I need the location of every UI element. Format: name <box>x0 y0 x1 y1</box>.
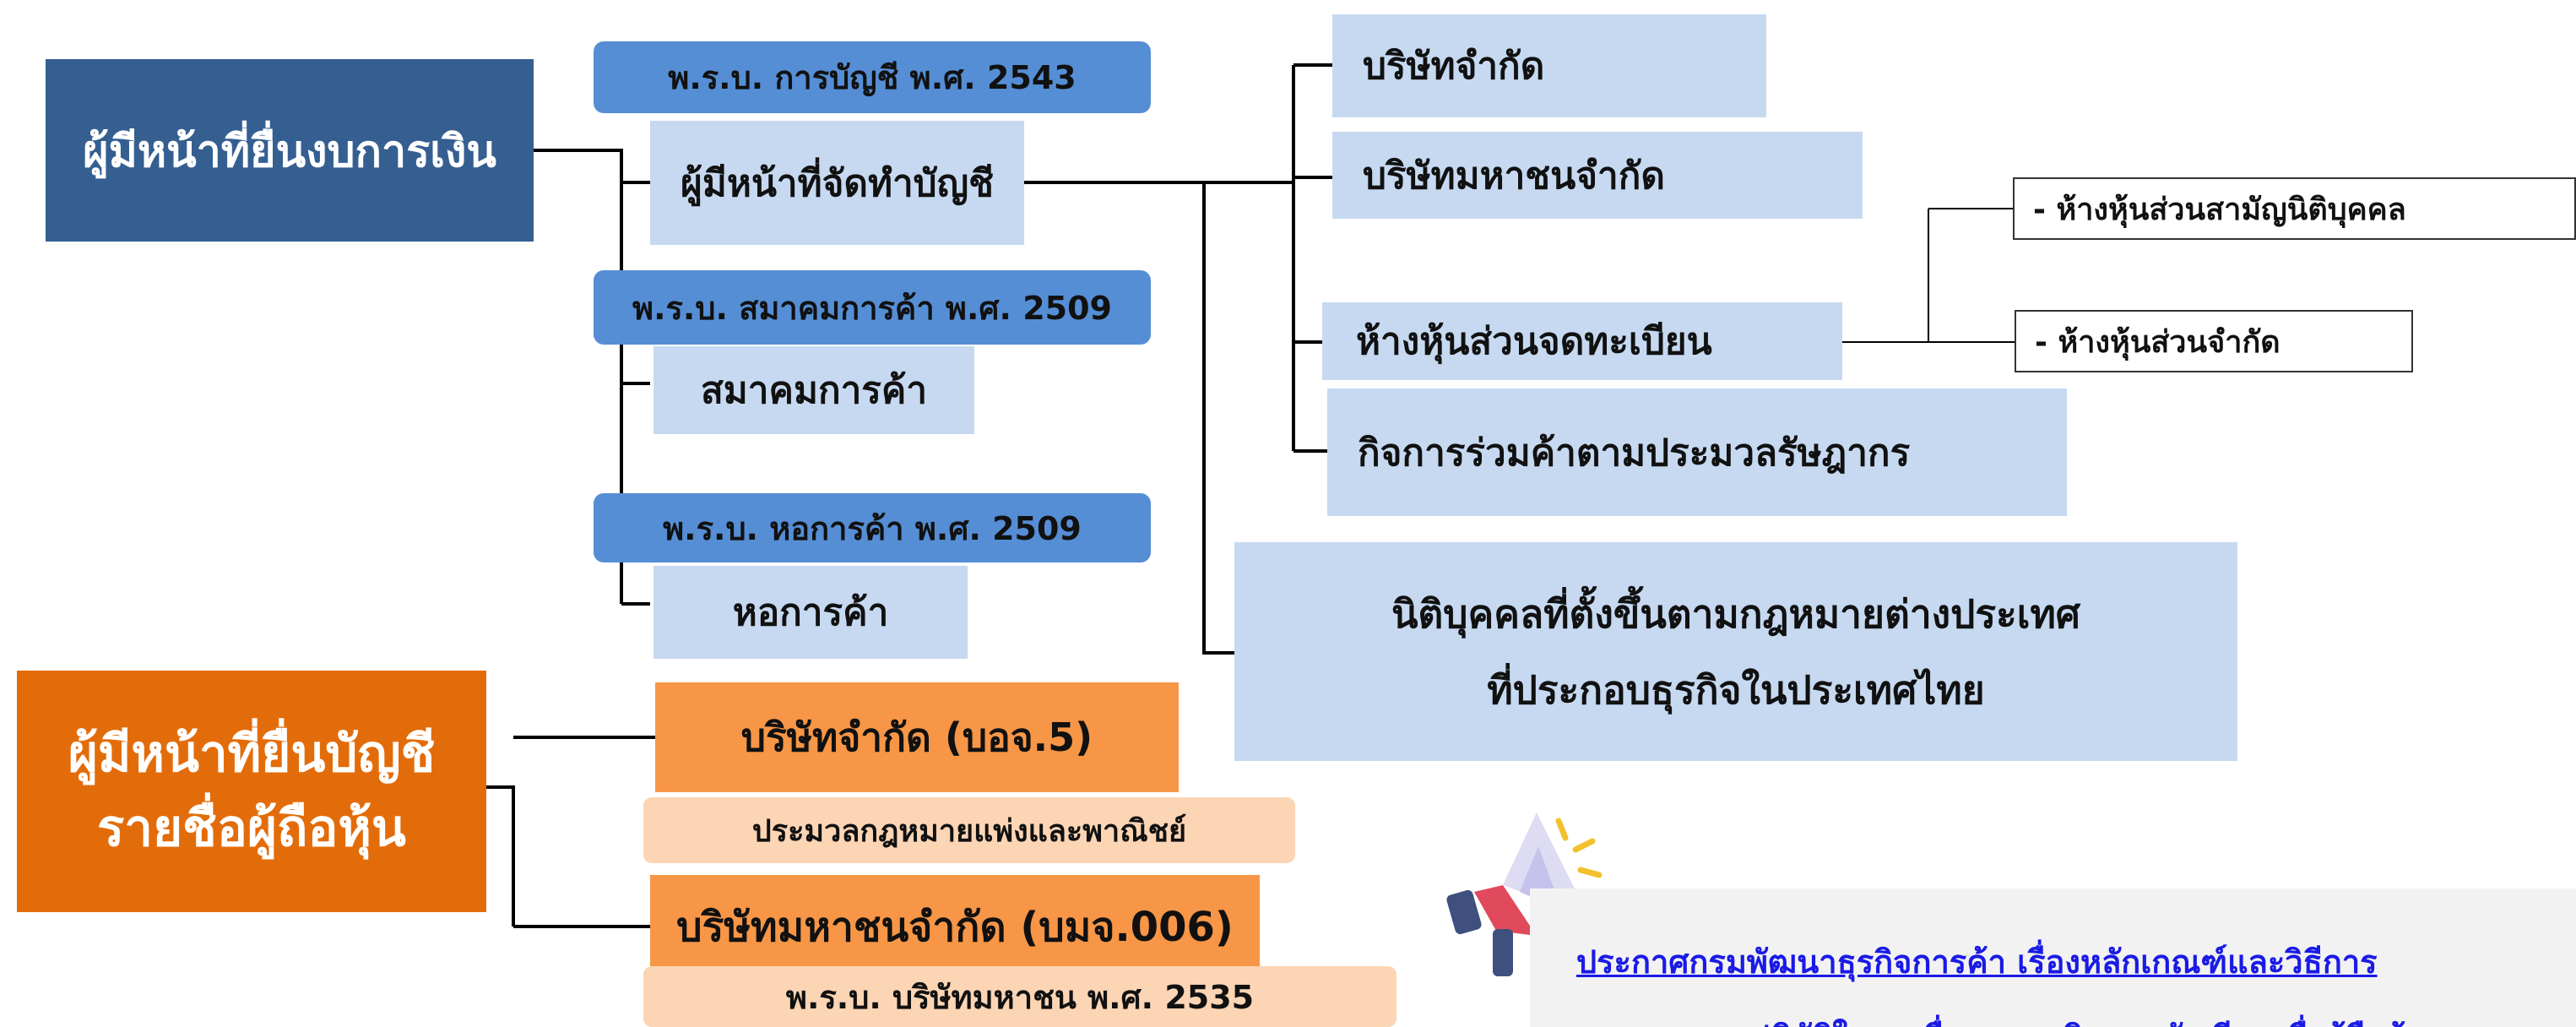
shareholder-list-filers-heading: ผู้มีหน้าที่ยื่นบัญชี รายชื่อผู้ถือหุ้น <box>17 671 486 912</box>
announcement-link-line-1[interactable]: ประกาศกรมพัฒนาธุรกิจการค้า เรื่องหลักเกณ… <box>1576 943 2378 981</box>
public-company-bor-mor-jor-006: บริษัทมหาชนจำกัด (บมจ.006) <box>650 875 1260 980</box>
financial-statement-filers-heading: ผู้มีหน้าที่ยื่นงบการเงิน <box>46 59 534 242</box>
public-company-act-label: พ.ร.บ. บริษัทมหาชน พ.ศ. 2535 <box>643 966 1396 1027</box>
chamber-box: หอการค้า <box>653 566 968 659</box>
company-bor-or-jor-5: บริษัทจำกัด (บอจ.5) <box>655 682 1179 792</box>
entity-company: บริษัทจำกัด <box>1332 14 1766 117</box>
accounting-act-label: พ.ร.บ. การบัญชี พ.ศ. 2543 <box>594 41 1151 113</box>
shareholder-heading-line-2: รายชื่อผู้ถือหุ้น <box>97 799 406 858</box>
foreign-juristic-line-1: นิติบุคคลที่ตั้งขึ้นตามกฎหมายต่างประเทศ <box>1391 590 2080 637</box>
shareholder-heading-line-1: ผู้มีหน้าที่ยื่นบัญชี <box>68 725 436 784</box>
partnership-type-limited: - ห้างหุ้นส่วนจำกัด <box>2015 310 2413 372</box>
chamber-act-label: พ.ร.บ. หอการค้า พ.ศ. 2509 <box>594 493 1151 562</box>
trade-association-act-label: พ.ร.บ. สมาคมการค้า พ.ศ. 2509 <box>594 270 1151 345</box>
entity-foreign-juristic-person: นิติบุคคลที่ตั้งขึ้นตามกฎหมายต่างประเทศ … <box>1234 542 2237 761</box>
foreign-juristic-line-2: ที่ประกอบธุรกิจในประเทศไทย <box>1487 666 1985 713</box>
entity-public-company: บริษัทมหาชนจำกัด <box>1332 132 1863 219</box>
civil-commercial-code-label: ประมวลกฎหมายแพ่งและพาณิชย์ <box>643 797 1295 863</box>
announcement-link-line-2[interactable]: และแนวทางปฏิบัติในการยื่นงบการเงินและบัญ… <box>1576 1011 2576 1027</box>
trade-association-box: สมาคมการค้า <box>653 346 974 434</box>
accounting-duty-box: ผู้มีหน้าที่จัดทำบัญชี <box>650 121 1024 245</box>
entity-registered-partnership: ห้างหุ้นส่วนจดทะเบียน <box>1322 302 1842 380</box>
partnership-type-ordinary: - ห้างหุ้นส่วนสามัญนิติบุคคล <box>2013 177 2576 240</box>
entity-joint-venture: กิจการร่วมค้าตามประมวลรัษฎากร <box>1327 389 2067 516</box>
announcement-box: ประกาศกรมพัฒนาธุรกิจการค้า เรื่องหลักเกณ… <box>1530 888 2576 1027</box>
